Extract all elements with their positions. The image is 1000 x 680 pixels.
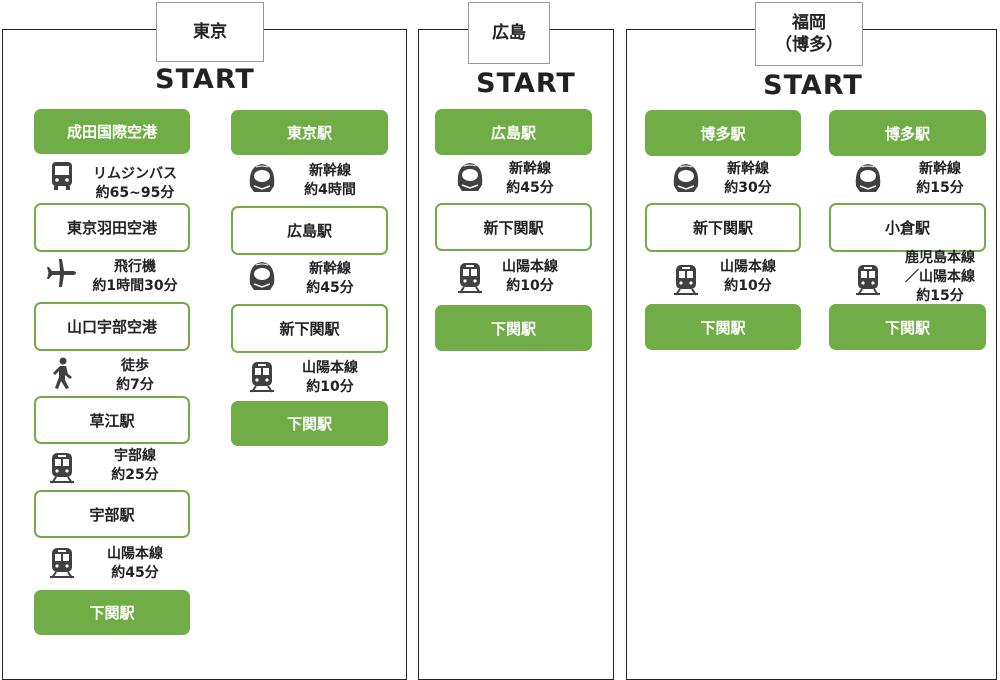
train-icon bbox=[246, 361, 278, 393]
station-box: 広島駅 bbox=[435, 109, 592, 155]
start-label: START bbox=[155, 64, 255, 95]
station-box: 成田国際空港 bbox=[34, 109, 190, 154]
panel-title: 広島 bbox=[468, 2, 550, 64]
station-box: 新下関駅 bbox=[231, 304, 388, 353]
transit-label: 新幹線約45分 bbox=[460, 160, 600, 198]
travel-time: 約15分 bbox=[916, 180, 964, 196]
line-name: 山陽本線 bbox=[107, 546, 163, 562]
transit-label: 新幹線約30分 bbox=[678, 160, 818, 198]
station-box: 山口宇部空港 bbox=[34, 302, 190, 351]
travel-time: 約15分 bbox=[916, 288, 964, 304]
train-icon bbox=[454, 262, 486, 294]
shinkansen-icon bbox=[454, 161, 486, 193]
transit-label: リムジンバス約65~95分 bbox=[65, 165, 205, 203]
line-name: 徒歩 bbox=[121, 358, 149, 374]
travel-time: 約4時間 bbox=[304, 182, 356, 198]
train-icon bbox=[46, 452, 78, 484]
line-name: 山陽本線 bbox=[302, 360, 358, 376]
train-icon bbox=[46, 547, 78, 579]
line-name: 山陽本線 bbox=[502, 259, 558, 275]
travel-time: 約10分 bbox=[506, 278, 554, 294]
panel-title: 福岡 （博多） bbox=[755, 2, 863, 66]
station-box: 下関駅 bbox=[829, 304, 986, 350]
start-label: START bbox=[476, 68, 576, 99]
line-name: 飛行機 bbox=[114, 259, 156, 275]
station-box: 広島駅 bbox=[231, 206, 388, 255]
shinkansen-icon bbox=[670, 162, 702, 194]
transit-label: 宇部線約25分 bbox=[65, 447, 205, 485]
station-box: 博多駅 bbox=[645, 110, 801, 156]
station-box: 東京駅 bbox=[231, 110, 388, 155]
shinkansen-icon bbox=[246, 260, 278, 292]
travel-time: 約25分 bbox=[111, 467, 159, 483]
travel-time: 約45分 bbox=[111, 565, 159, 581]
line-name: 新幹線 bbox=[309, 261, 351, 277]
line-name: 山陽本線 bbox=[720, 259, 776, 275]
station-box: 下関駅 bbox=[435, 305, 592, 351]
station-box: 下関駅 bbox=[34, 590, 190, 635]
line-name: 新幹線 bbox=[727, 161, 769, 177]
line-name: リムジンバス bbox=[93, 166, 177, 182]
station-box: 下関駅 bbox=[231, 401, 388, 446]
line-name: 新幹線 bbox=[919, 161, 961, 177]
transit-label: 飛行機約1時間30分 bbox=[65, 258, 205, 296]
travel-time: 約45分 bbox=[306, 280, 354, 296]
shinkansen-icon bbox=[852, 162, 884, 194]
transit-label: 山陽本線約45分 bbox=[65, 545, 205, 583]
travel-time: 約10分 bbox=[306, 379, 354, 395]
station-box: 博多駅 bbox=[829, 110, 986, 156]
transit-label: 徒歩約7分 bbox=[65, 357, 205, 395]
travel-time: 約45分 bbox=[506, 180, 554, 196]
line-name: 宇部線 bbox=[114, 448, 156, 464]
station-box: 草江駅 bbox=[34, 396, 190, 444]
transit-label: 新幹線約45分 bbox=[260, 260, 400, 298]
travel-time: 約10分 bbox=[724, 278, 772, 294]
line-name: 鹿児島本線 ／山陽本線 bbox=[905, 250, 975, 285]
station-box: 下関駅 bbox=[645, 304, 801, 350]
train-icon bbox=[670, 264, 702, 296]
transit-label: 山陽本線約10分 bbox=[460, 258, 600, 296]
travel-time: 約30分 bbox=[724, 180, 772, 196]
transit-label: 新幹線約15分 bbox=[870, 160, 1000, 198]
travel-time: 約7分 bbox=[116, 377, 154, 393]
travel-time: 約65~95分 bbox=[95, 185, 175, 201]
bus-icon bbox=[46, 160, 78, 192]
station-box: 東京羽田空港 bbox=[34, 203, 190, 252]
station-box: 新下関駅 bbox=[645, 203, 801, 252]
station-box: 宇部駅 bbox=[34, 490, 190, 538]
line-name: 新幹線 bbox=[509, 161, 551, 177]
airplane-icon bbox=[46, 257, 78, 289]
shinkansen-icon bbox=[246, 162, 278, 194]
station-box: 新下関駅 bbox=[435, 203, 592, 251]
train-icon bbox=[852, 264, 884, 296]
transit-label: 鹿児島本線 ／山陽本線約15分 bbox=[870, 249, 1000, 306]
start-label: START bbox=[763, 70, 863, 101]
transit-label: 山陽本線約10分 bbox=[260, 359, 400, 397]
panel-title: 東京 bbox=[156, 2, 264, 62]
line-name: 新幹線 bbox=[309, 163, 351, 179]
travel-time: 約1時間30分 bbox=[92, 278, 178, 294]
walking-icon bbox=[46, 357, 78, 389]
transit-label: 山陽本線約10分 bbox=[678, 258, 818, 296]
transit-label: 新幹線約4時間 bbox=[260, 162, 400, 200]
station-box: 小倉駅 bbox=[829, 203, 986, 252]
